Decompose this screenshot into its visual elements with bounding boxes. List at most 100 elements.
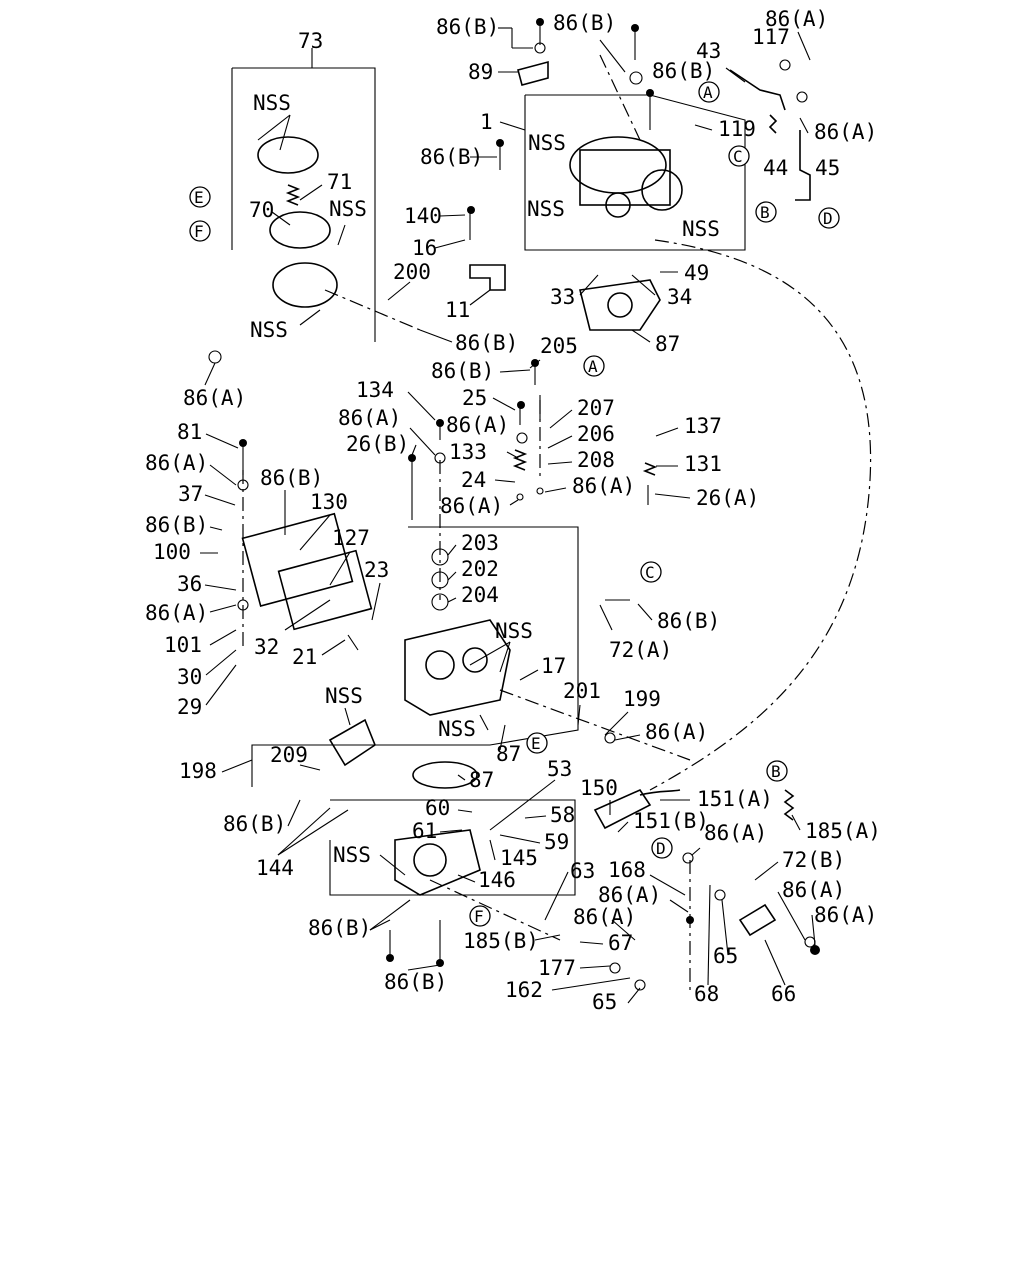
- label-86b: 86(B): [223, 812, 286, 836]
- label-68: 68: [694, 982, 719, 1006]
- label-nss: NSS: [495, 619, 533, 643]
- svg-text:B: B: [771, 762, 781, 781]
- label-198: 198: [179, 759, 217, 783]
- circled-ref-e-top: E: [189, 186, 211, 208]
- label-61: 61: [412, 819, 437, 843]
- label-86a: 86(A): [183, 386, 246, 410]
- label-137: 137: [684, 414, 722, 438]
- label-127: 127: [332, 526, 370, 550]
- label-29: 29: [177, 695, 202, 719]
- label-nss: NSS: [682, 217, 720, 241]
- label-86a: 86(A): [145, 601, 208, 625]
- label-86a: 86(A): [440, 494, 503, 518]
- label-89: 89: [468, 60, 493, 84]
- label-65: 65: [713, 944, 738, 968]
- label-201: 201: [563, 679, 601, 703]
- label-86a: 86(A): [782, 878, 845, 902]
- circled-ref-a-top: A: [698, 81, 720, 103]
- label-86b: 86(B): [553, 11, 616, 35]
- leader-lines: [200, 27, 816, 1004]
- label-nss: NSS: [527, 197, 565, 221]
- label-130: 130: [310, 490, 348, 514]
- label-43: 43: [696, 39, 721, 63]
- label-nss: NSS: [329, 197, 367, 221]
- label-26a: 26(A): [696, 486, 759, 510]
- svg-text:F: F: [194, 222, 204, 241]
- label-87: 87: [496, 742, 521, 766]
- label-86b: 86(B): [260, 466, 323, 490]
- label-86a: 86(A): [814, 120, 877, 144]
- label-58: 58: [550, 803, 575, 827]
- label-70: 70: [249, 198, 274, 222]
- label-21: 21: [292, 645, 317, 669]
- circled-references: A C D B E F A C E B D F: [189, 81, 840, 927]
- part-shapes: [208, 18, 820, 991]
- label-36: 36: [177, 572, 202, 596]
- label-162: 162: [505, 978, 543, 1002]
- label-45: 45: [815, 156, 840, 180]
- label-209: 209: [270, 743, 308, 767]
- label-86a: 86(A): [145, 451, 208, 475]
- label-86b: 86(B): [384, 970, 447, 994]
- label-17: 17: [541, 654, 566, 678]
- label-nss: NSS: [253, 91, 291, 115]
- circled-ref-f-bottom: F: [469, 905, 491, 927]
- label-86b: 86(B): [431, 359, 494, 383]
- label-86a: 86(A): [765, 7, 828, 31]
- label-144: 144: [256, 856, 294, 880]
- label-150: 150: [580, 776, 618, 800]
- label-207: 207: [577, 396, 615, 420]
- circled-ref-d-top: D: [818, 207, 840, 229]
- label-23: 23: [364, 558, 389, 582]
- label-86a: 86(A): [645, 720, 708, 744]
- svg-text:D: D: [823, 209, 833, 228]
- label-86a: 86(A): [446, 413, 509, 437]
- label-151a: 151(A): [697, 787, 773, 811]
- label-11: 11: [445, 298, 470, 322]
- svg-text:A: A: [703, 83, 713, 102]
- label-185a: 185(A): [805, 819, 881, 843]
- label-86a: 86(A): [598, 883, 661, 907]
- circled-ref-b-mid: B: [766, 760, 788, 782]
- label-134: 134: [356, 378, 394, 402]
- label-71: 71: [327, 170, 352, 194]
- label-117: 117: [752, 25, 790, 49]
- label-72a: 72(A): [609, 638, 672, 662]
- circled-ref-c-top: C: [728, 145, 750, 167]
- label-26b: 26(B): [346, 432, 409, 456]
- label-37: 37: [178, 482, 203, 506]
- label-59: 59: [544, 830, 569, 854]
- label-44: 44: [763, 156, 788, 180]
- svg-text:C: C: [733, 147, 743, 166]
- label-151b: 151(B): [633, 809, 709, 833]
- label-86b: 86(B): [657, 609, 720, 633]
- label-86b: 86(B): [145, 513, 208, 537]
- label-203: 203: [461, 531, 499, 555]
- label-81: 81: [177, 420, 202, 444]
- label-86a: 86(A): [573, 905, 636, 929]
- label-168: 168: [608, 858, 646, 882]
- assembly-lines: [242, 54, 872, 990]
- circled-ref-f-top: F: [189, 220, 211, 242]
- label-206: 206: [577, 422, 615, 446]
- label-nss: NSS: [325, 684, 363, 708]
- circled-ref-d-mid: D: [651, 837, 673, 859]
- label-140: 140: [404, 204, 442, 228]
- label-87: 87: [469, 768, 494, 792]
- label-86b: 86(B): [652, 59, 715, 83]
- label-204: 204: [461, 583, 499, 607]
- label-72b: 72(B): [782, 848, 845, 872]
- label-133: 133: [449, 440, 487, 464]
- svg-text:A: A: [588, 357, 598, 376]
- label-66: 66: [771, 982, 796, 1006]
- label-131: 131: [684, 452, 722, 476]
- svg-text:C: C: [645, 563, 655, 582]
- label-65: 65: [592, 990, 617, 1014]
- label-119: 119: [718, 117, 756, 141]
- label-86a: 86(A): [704, 821, 767, 845]
- svg-text:E: E: [531, 734, 541, 753]
- label-146: 146: [478, 868, 516, 892]
- label-nss: NSS: [333, 843, 371, 867]
- label-208: 208: [577, 448, 615, 472]
